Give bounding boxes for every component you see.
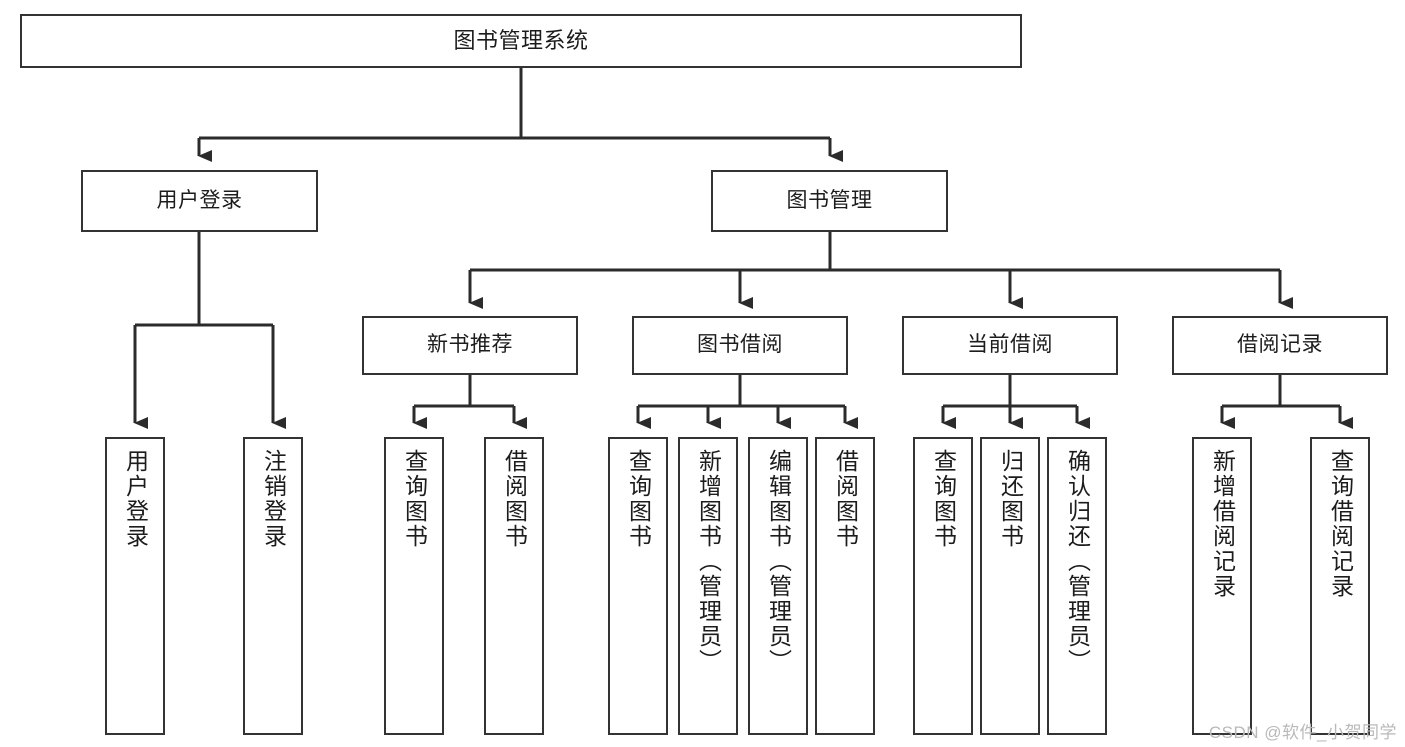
node-leaf-add-book[interactable]: 新增图书（管理员）	[678, 437, 738, 735]
node-leaf-edit-book-label: 编辑图书（管理员）	[765, 449, 792, 674]
node-leaf-user-login[interactable]: 用户登录	[105, 437, 165, 735]
node-leaf-return-book[interactable]: 归还图书	[980, 437, 1040, 735]
node-borrow-record-label: 借阅记录	[1237, 333, 1323, 357]
node-leaf-logout-label: 注销登录	[260, 449, 287, 549]
node-leaf-query-record-label: 查询借阅记录	[1327, 449, 1354, 599]
node-leaf-borrow-book-1[interactable]: 借阅图书	[484, 437, 544, 735]
node-leaf-confirm-return-label: 确认归还（管理员）	[1064, 449, 1091, 674]
node-user-login[interactable]: 用户登录	[81, 170, 318, 232]
node-leaf-borrow-book-2[interactable]: 借阅图书	[815, 437, 875, 735]
node-leaf-return-book-label: 归还图书	[997, 449, 1024, 549]
node-leaf-query-book-1-label: 查询图书	[401, 449, 428, 549]
node-book-manage-label: 图书管理	[786, 188, 873, 212]
node-leaf-borrow-book-1-label: 借阅图书	[501, 449, 528, 549]
node-leaf-query-record[interactable]: 查询借阅记录	[1310, 437, 1370, 735]
node-leaf-query-book-2[interactable]: 查询图书	[608, 437, 668, 735]
node-leaf-edit-book[interactable]: 编辑图书（管理员）	[748, 437, 808, 735]
node-leaf-query-book-3[interactable]: 查询图书	[913, 437, 973, 735]
node-leaf-user-login-label: 用户登录	[122, 449, 149, 549]
node-current-borrow-label: 当前借阅	[967, 333, 1053, 357]
node-root-label: 图书管理系统	[453, 28, 589, 54]
node-current-borrow[interactable]: 当前借阅	[902, 316, 1118, 375]
node-leaf-query-book-1[interactable]: 查询图书	[384, 437, 444, 735]
node-leaf-query-book-3-label: 查询图书	[930, 449, 957, 549]
node-leaf-logout[interactable]: 注销登录	[243, 437, 303, 735]
node-leaf-add-record[interactable]: 新增借阅记录	[1192, 437, 1252, 735]
node-leaf-borrow-book-2-label: 借阅图书	[832, 449, 859, 549]
node-user-login-label: 用户登录	[156, 188, 243, 212]
node-book-borrow-label: 图书借阅	[697, 333, 783, 357]
node-book-manage[interactable]: 图书管理	[711, 170, 948, 232]
node-leaf-add-book-label: 新增图书（管理员）	[695, 449, 722, 674]
node-book-borrow[interactable]: 图书借阅	[632, 316, 848, 375]
node-leaf-add-record-label: 新增借阅记录	[1209, 449, 1236, 599]
node-new-book-recommend-label: 新书推荐	[427, 333, 513, 357]
node-root[interactable]: 图书管理系统	[20, 14, 1022, 68]
node-new-book-recommend[interactable]: 新书推荐	[362, 316, 578, 375]
node-borrow-record[interactable]: 借阅记录	[1172, 316, 1388, 375]
node-leaf-query-book-2-label: 查询图书	[625, 449, 652, 549]
node-leaf-confirm-return[interactable]: 确认归还（管理员）	[1047, 437, 1107, 735]
